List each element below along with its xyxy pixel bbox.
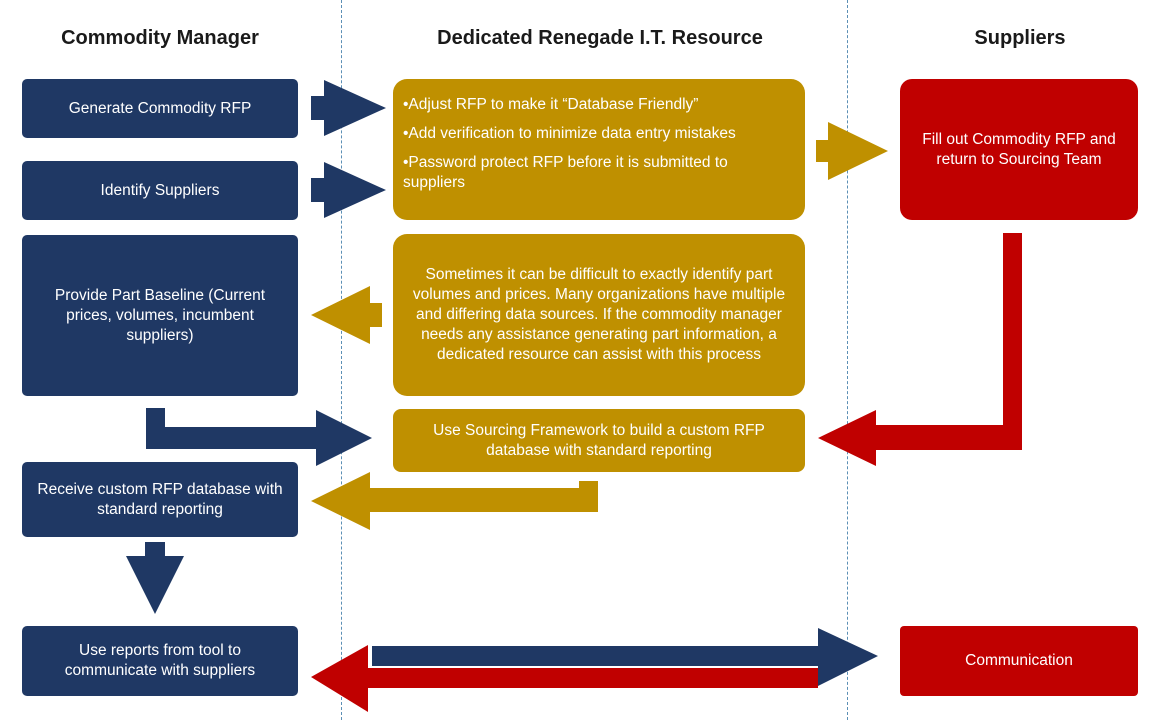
- assist-note-box: Sometimes it can be difficult to exactly…: [393, 234, 805, 396]
- arrow-generate-to-it: [311, 80, 386, 136]
- receive-database-box: Receive custom RFP database with standar…: [22, 462, 298, 537]
- arrow-assist-to-baseline: [311, 286, 382, 344]
- fill-out-rfp-box: Fill out Commodity RFP and return to Sou…: [900, 79, 1138, 220]
- receive-database-label: Receive custom RFP database with standar…: [37, 480, 283, 518]
- it-task-item: •Add verification to minimize data entry…: [403, 125, 736, 142]
- arrow-it-to-suppliers: [816, 122, 888, 180]
- it-task-item: •Password protect RFP before it is submi…: [403, 154, 728, 191]
- arrow-build-to-receive: [311, 472, 598, 530]
- arrow-identify-to-it: [311, 162, 386, 218]
- arrow-suppliers-to-build: [818, 233, 1022, 466]
- build-database-label: Use Sourcing Framework to build a custom…: [433, 421, 765, 459]
- communication-label: Communication: [965, 652, 1073, 669]
- it-tasks-box: •Adjust RFP to make it “Database Friendl…: [393, 79, 805, 220]
- generate-rfp-box: Generate Commodity RFP: [22, 79, 298, 138]
- provide-baseline-box: Provide Part Baseline (Current prices, v…: [22, 235, 298, 396]
- identify-suppliers-box: Identify Suppliers: [22, 161, 298, 220]
- column-title-suppliers: Suppliers: [974, 27, 1066, 49]
- build-database-box: Use Sourcing Framework to build a custom…: [393, 409, 805, 472]
- use-reports-label: Use reports from tool to communicate wit…: [64, 642, 256, 679]
- communication-box: Communication: [900, 626, 1138, 696]
- identify-suppliers-label: Identify Suppliers: [100, 181, 220, 199]
- generate-rfp-label: Generate Commodity RFP: [68, 99, 252, 117]
- arrow-communication-left: [311, 645, 818, 712]
- arrow-communication-right: [372, 628, 878, 686]
- it-task-item: •Adjust RFP to make it “Database Friendl…: [403, 96, 699, 113]
- provide-baseline-label: Provide Part Baseline (Current prices, v…: [54, 286, 266, 344]
- column-title-commodity-manager: Commodity Manager: [61, 27, 259, 49]
- assist-note-text: Sometimes it can be difficult to exactly…: [412, 266, 786, 363]
- column-title-it-resource: Dedicated Renegade I.T. Resource: [437, 27, 763, 49]
- lane-divider-left: [341, 0, 342, 720]
- lane-divider-right: [847, 0, 848, 720]
- arrow-baseline-to-build: [146, 408, 372, 466]
- use-reports-box: Use reports from tool to communicate wit…: [22, 626, 298, 696]
- fill-out-rfp-label: Fill out Commodity RFP and return to Sou…: [922, 130, 1116, 168]
- arrow-receive-to-reports: [126, 542, 184, 614]
